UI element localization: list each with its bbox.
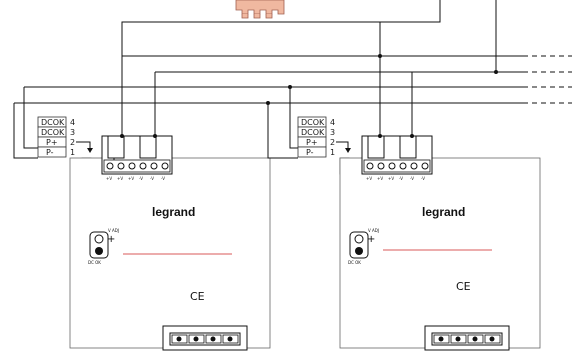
pin-label-p-plus: P+ bbox=[306, 138, 318, 147]
output-connector-left bbox=[162, 325, 248, 351]
terminal-block-left: +V +V +V -V -V -V bbox=[101, 134, 173, 181]
brand-logo: legrand bbox=[422, 205, 465, 219]
terminal-block-right: +V +V +V -V -V -V bbox=[361, 134, 433, 181]
output-connector-right bbox=[424, 325, 510, 351]
bus-lines bbox=[14, 54, 572, 105]
v-adj-pot-left: V ADJ DC OK + bbox=[88, 228, 119, 265]
signal-connector-right: DCOK DCOK P+ P- 4 3 2 1 bbox=[297, 116, 335, 158]
dc-ok-label: DC OK bbox=[88, 260, 101, 265]
pin-label-p-minus: P- bbox=[306, 148, 314, 157]
terminal-label: +V bbox=[366, 176, 372, 181]
terminal-label: +V bbox=[117, 176, 123, 181]
pin-label-dcok-4: DCOK bbox=[301, 118, 325, 127]
pin-number-2: 2 bbox=[70, 138, 75, 147]
pin-label-p-minus: P- bbox=[46, 148, 54, 157]
ce-mark-left: CE bbox=[190, 290, 205, 303]
pin-number-2: 2 bbox=[330, 138, 335, 147]
terminal-label: -V bbox=[161, 176, 165, 181]
brand-logo: legrand bbox=[152, 205, 195, 219]
power-supply-left: DCOK DCOK P+ P- 4 3 2 1 bbox=[13, 87, 271, 351]
pin-label-dcok-3: DCOK bbox=[301, 128, 325, 137]
terminal-label: -V bbox=[410, 176, 414, 181]
dc-ok-label: DC OK bbox=[348, 260, 361, 265]
terminal-label: -V bbox=[139, 176, 143, 181]
pin-number-4: 4 bbox=[70, 118, 75, 127]
pin-number-1: 1 bbox=[70, 148, 75, 157]
svg-text:+: + bbox=[107, 234, 115, 245]
svg-text:+: + bbox=[367, 234, 375, 245]
supply-wires bbox=[121, 0, 497, 136]
terminal-label: +V bbox=[377, 176, 383, 181]
pin-label-p-plus: P+ bbox=[46, 138, 58, 147]
power-supply-right: DCOK DCOK P+ P- 4 3 2 1 bbox=[267, 87, 541, 351]
ce-mark-right: CE bbox=[456, 280, 471, 293]
terminal-label: -V bbox=[399, 176, 403, 181]
psu-housing-right bbox=[339, 157, 541, 349]
terminal-label: -V bbox=[150, 176, 154, 181]
pin-number-3: 3 bbox=[70, 128, 75, 137]
pin-label-dcok-3: DCOK bbox=[41, 128, 65, 137]
v-adj-label: V ADJ bbox=[108, 228, 119, 233]
terminal-label: -V bbox=[421, 176, 425, 181]
terminal-label: +V bbox=[128, 176, 134, 181]
pin-number-3: 3 bbox=[330, 128, 335, 137]
pin-label-dcok-4: DCOK bbox=[41, 118, 65, 127]
v-adj-pot-right: V ADJ DC OK + bbox=[348, 228, 379, 265]
connector-plug-icon bbox=[235, 0, 285, 19]
signal-connector-left: DCOK DCOK P+ P- 4 3 2 1 bbox=[37, 116, 75, 158]
pin-number-4: 4 bbox=[330, 118, 335, 127]
v-adj-label: V ADJ bbox=[368, 228, 379, 233]
terminal-label: +V bbox=[106, 176, 112, 181]
terminal-label: +V bbox=[388, 176, 394, 181]
pin-number-1: 1 bbox=[330, 148, 335, 157]
